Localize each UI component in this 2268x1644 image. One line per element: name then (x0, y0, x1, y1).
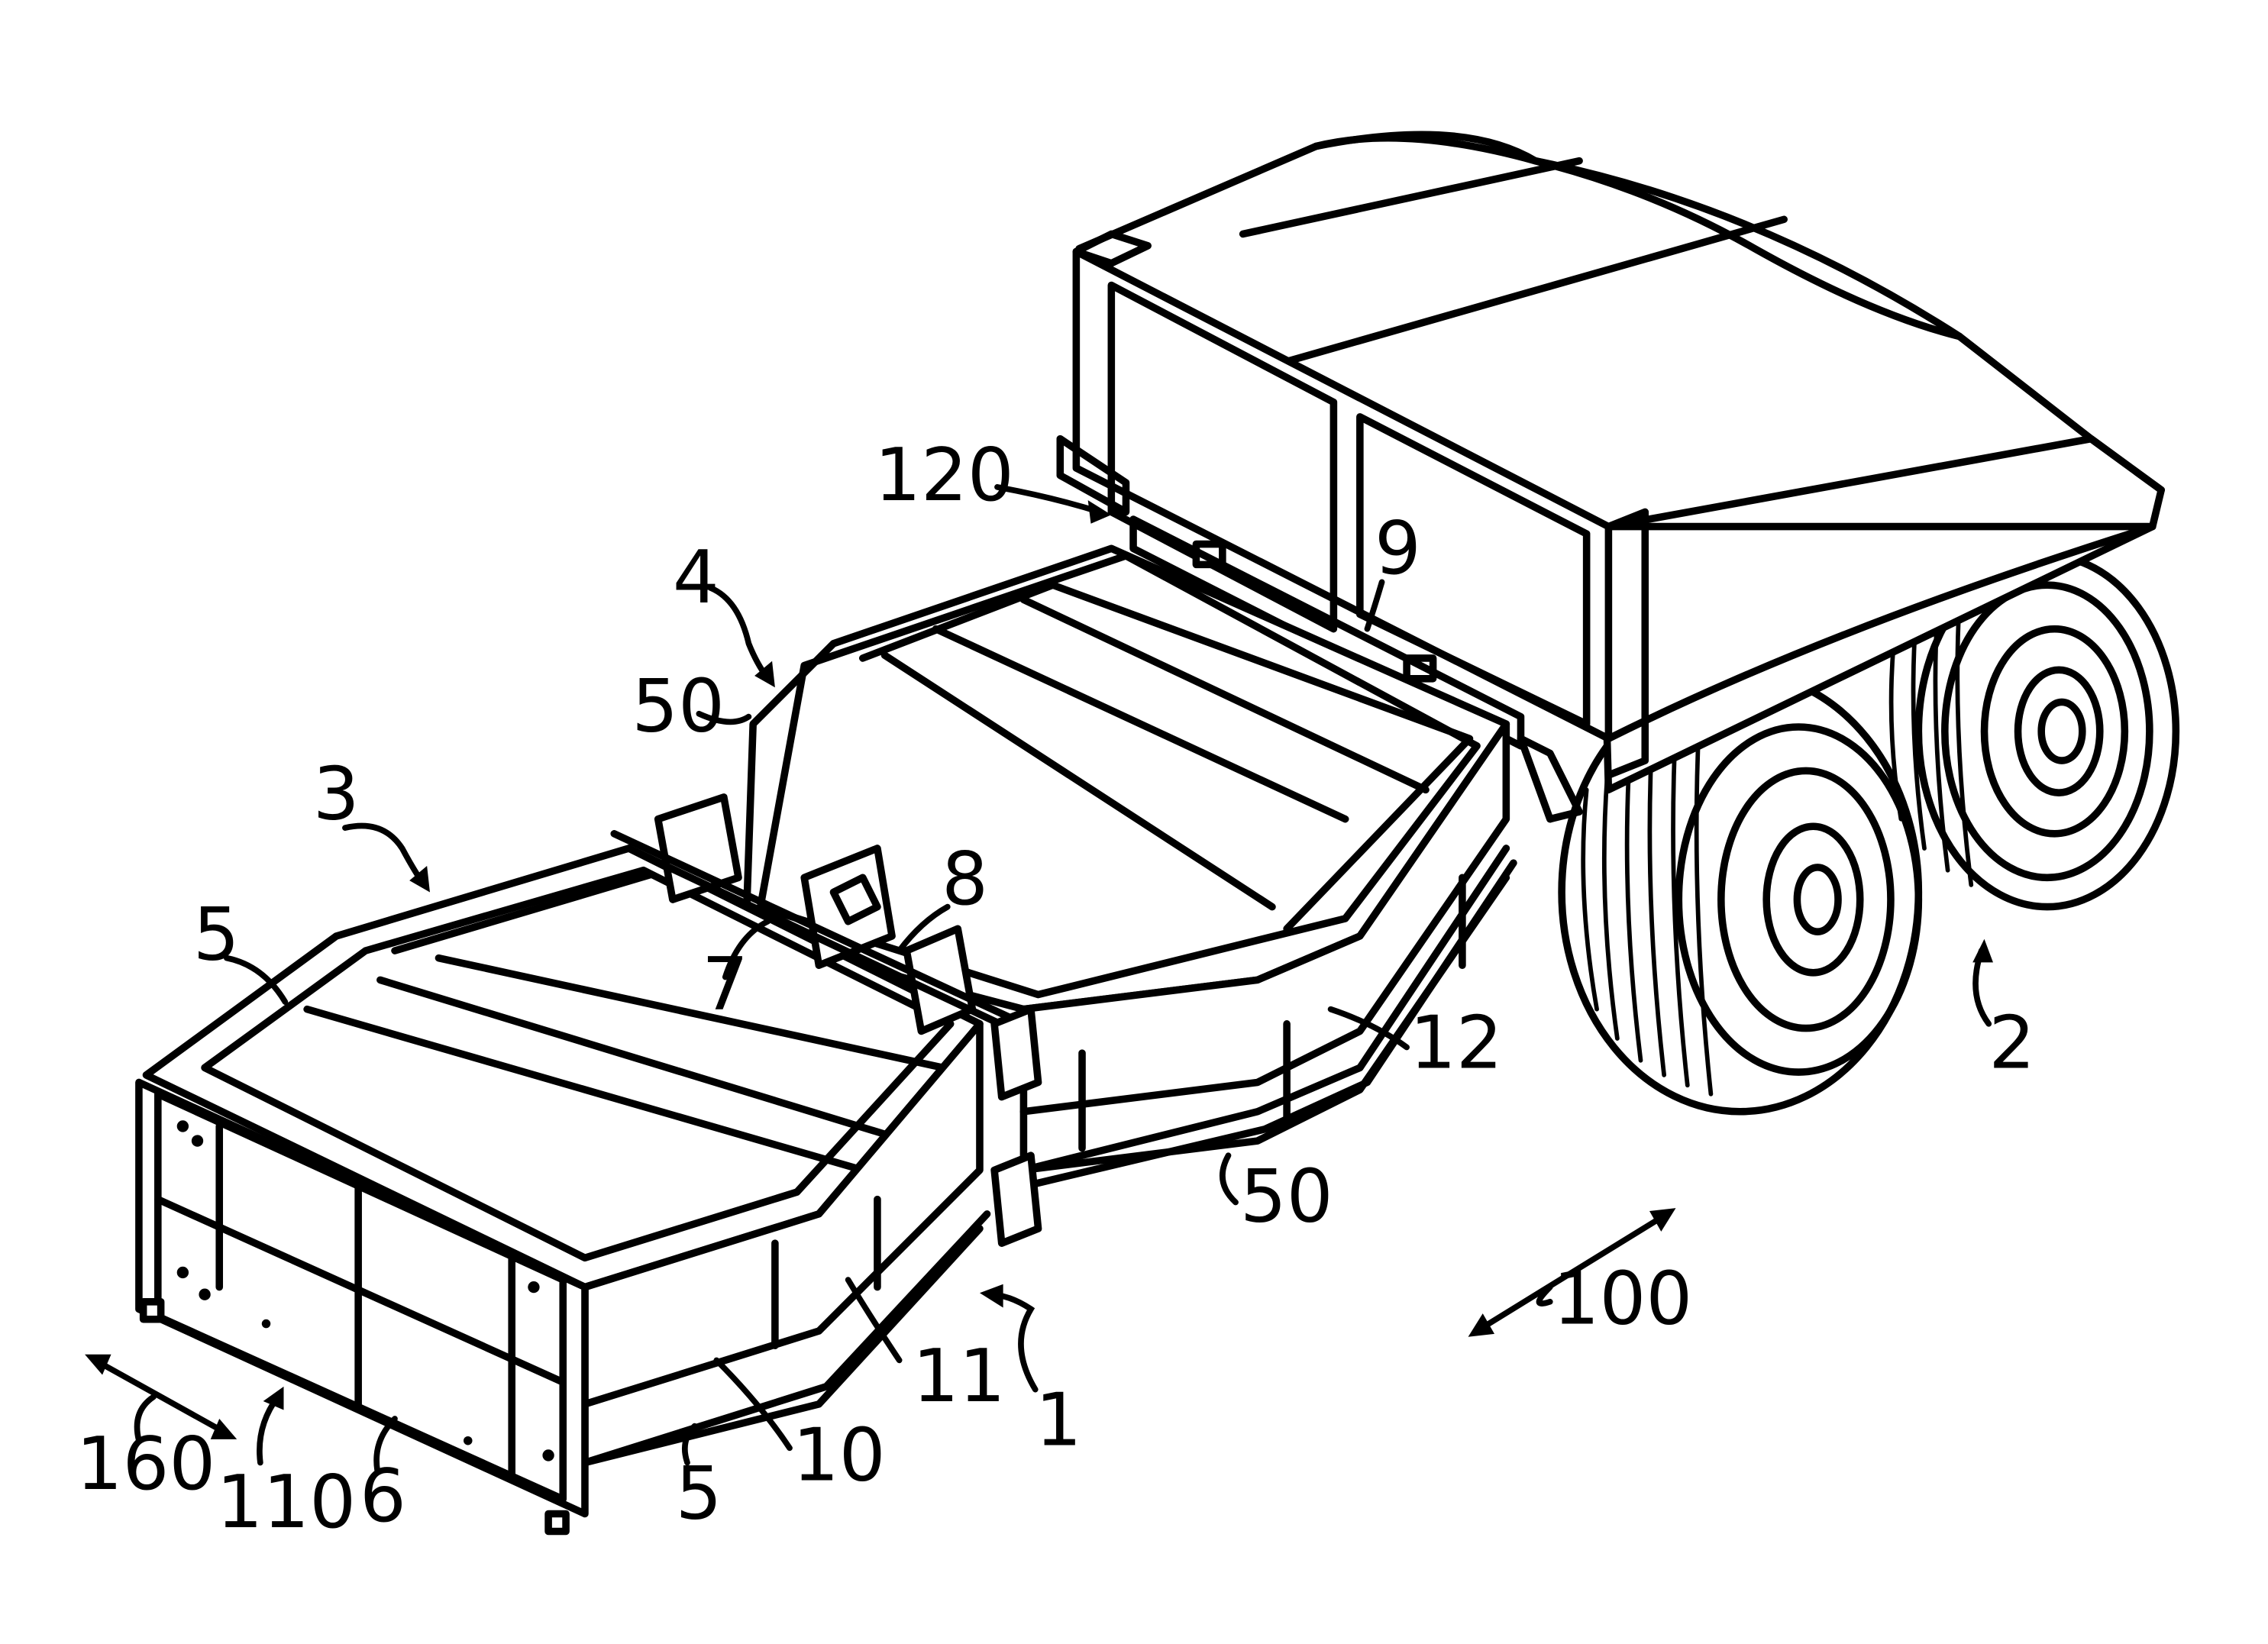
label-6: 6 (360, 1453, 406, 1539)
label-7: 7 (702, 942, 748, 1027)
label-160: 160 (76, 1421, 216, 1507)
label-5-top: 5 (193, 892, 240, 977)
label-50-bottom: 50 (1240, 1153, 1333, 1239)
label-10: 10 (793, 1412, 886, 1497)
label-50-top: 50 (632, 664, 725, 749)
label-1: 1 (1035, 1377, 1082, 1462)
label-4: 4 (673, 535, 719, 620)
label-110: 110 (216, 1459, 356, 1545)
label-12: 12 (1410, 1000, 1503, 1085)
label-2: 2 (1989, 1000, 2035, 1085)
label-120: 120 (874, 432, 1014, 518)
label-5-bottom: 5 (676, 1450, 722, 1536)
label-9: 9 (1375, 505, 1421, 591)
label-11: 11 (913, 1333, 1006, 1419)
